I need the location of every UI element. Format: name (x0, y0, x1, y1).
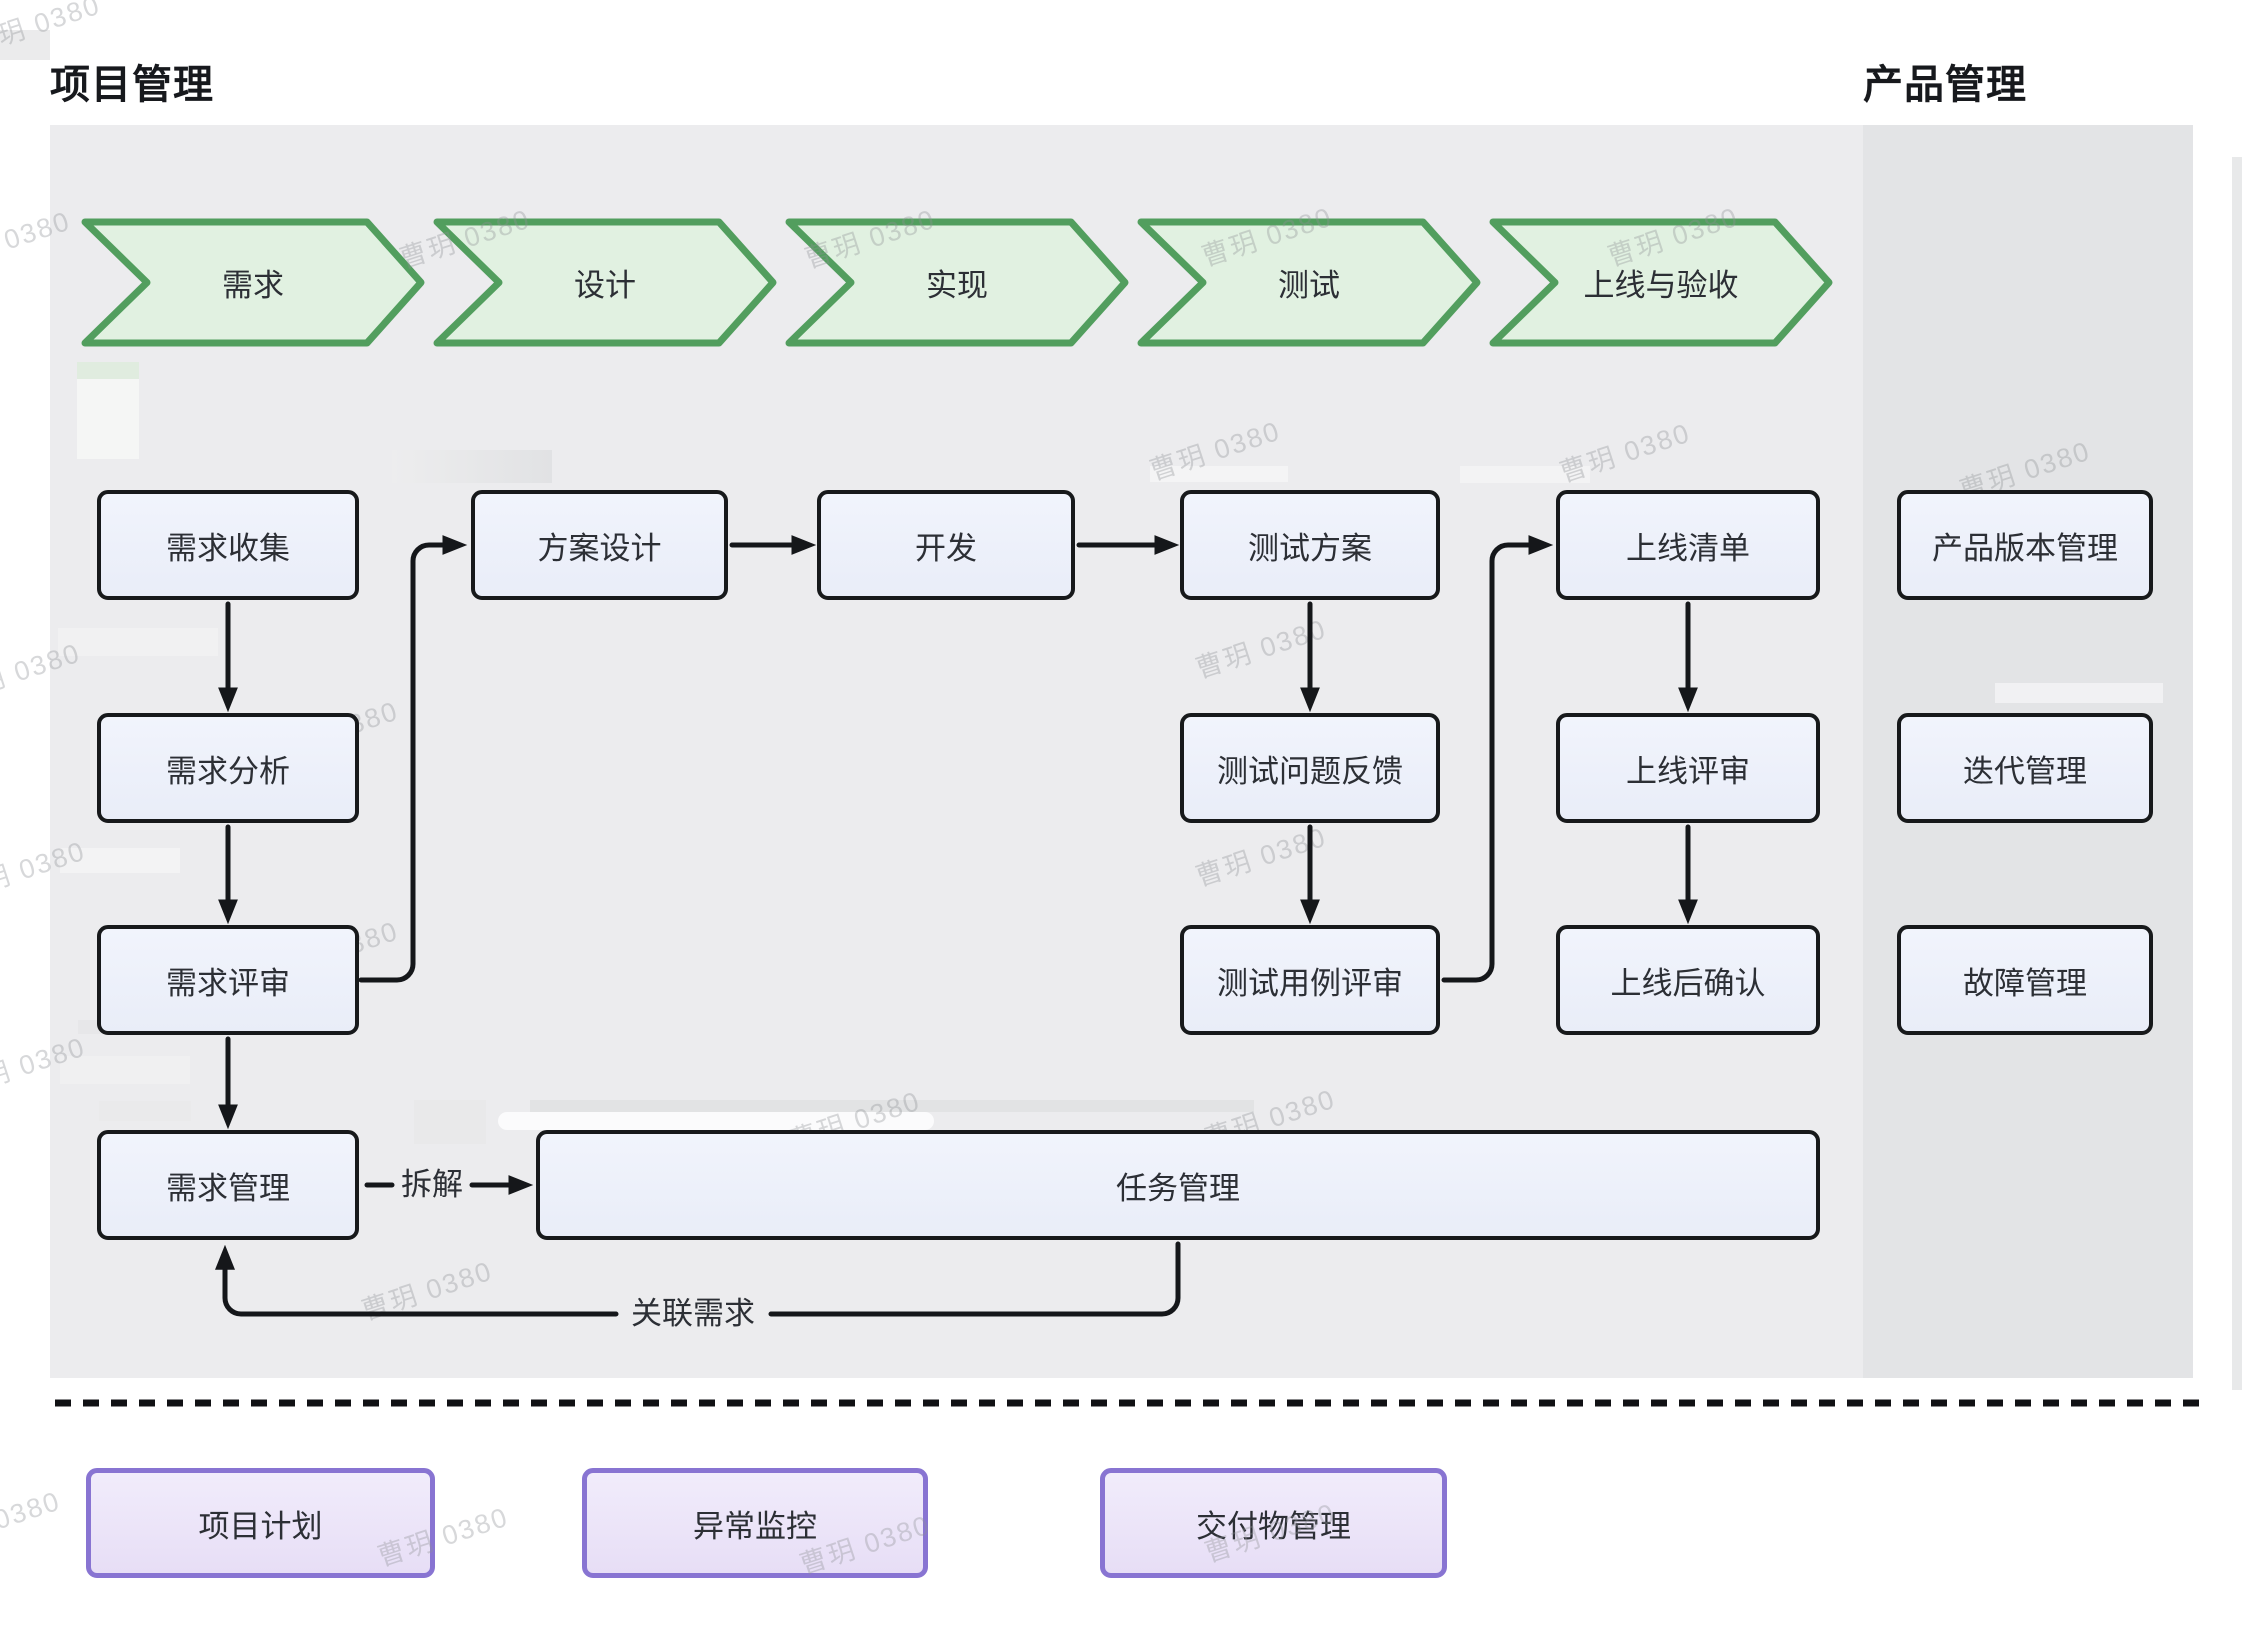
phase-label: 需求 (222, 268, 284, 303)
phase-chevron-launch-acceptance: 上线与验收 (1489, 218, 1833, 347)
chevron-arrow-shape (1137, 218, 1481, 347)
node-exception-monitoring: 异常监控 (582, 1468, 928, 1578)
redaction-smudge (99, 1101, 191, 1121)
chevron-arrow-shape (433, 218, 777, 347)
node-requirement-review: 需求评审 (97, 925, 359, 1035)
redaction-smudge (530, 1100, 1254, 1112)
node-product-version-management: 产品版本管理 (1897, 490, 2153, 600)
phase-chevron-design: 设计 (433, 218, 777, 347)
redaction-smudge (77, 379, 139, 459)
edge-label-decompose: 拆解 (401, 1167, 463, 1202)
redaction-smudge (58, 628, 218, 656)
node-project-plan: 项目计划 (86, 1468, 435, 1578)
node-requirement-collection: 需求收集 (97, 490, 359, 600)
redaction-smudge (0, 30, 50, 60)
edge-label-relate-requirement: 关联需求 (631, 1296, 755, 1331)
phase-chevron-testing: 测试 (1137, 218, 1481, 347)
redaction-smudge (414, 1100, 486, 1144)
phase-label: 设计 (574, 268, 636, 303)
node-test-case-review: 测试用例评审 (1180, 925, 1440, 1035)
node-solution-design: 方案设计 (471, 490, 728, 600)
phase-label: 测试 (1278, 268, 1340, 303)
phase-chevron-implementation: 实现 (785, 218, 1129, 347)
node-deliverable-management: 交付物管理 (1100, 1468, 1447, 1578)
phase-chevron-requirement: 需求 (81, 218, 425, 347)
node-requirement-management: 需求管理 (97, 1130, 359, 1240)
node-post-launch-confirmation: 上线后确认 (1556, 925, 1820, 1035)
redaction-smudge (1995, 683, 2163, 703)
chevron-arrow-shape (785, 218, 1129, 347)
redaction-smudge (60, 848, 180, 873)
node-launch-checklist: 上线清单 (1556, 490, 1820, 600)
node-test-issue-feedback: 测试问题反馈 (1180, 713, 1440, 823)
section-title-project: 项目管理 (50, 63, 214, 107)
chevron-arrow-shape (1489, 218, 1833, 347)
chevron-arrow-shape (81, 218, 425, 347)
redaction-smudge (1150, 466, 1288, 482)
phase-label: 实现 (926, 268, 988, 303)
node-iteration-management: 迭代管理 (1897, 713, 2153, 823)
redaction-smudge (60, 1056, 190, 1084)
node-test-plan: 测试方案 (1180, 490, 1440, 600)
node-task-management: 任务管理 (536, 1130, 1820, 1240)
redaction-smudge (498, 1112, 934, 1130)
node-requirement-analysis: 需求分析 (97, 713, 359, 823)
node-development: 开发 (817, 490, 1075, 600)
redaction-smudge (77, 362, 139, 379)
watermark: 曹玥 0380 (0, 1485, 65, 1556)
page-edge-sliver (2232, 157, 2242, 1390)
node-fault-management: 故障管理 (1897, 925, 2153, 1035)
phase-label: 上线与验收 (1583, 268, 1739, 303)
redaction-smudge (392, 450, 552, 483)
section-title-product: 产品管理 (1863, 63, 2027, 107)
redaction-smudge (1460, 466, 1590, 483)
node-launch-review: 上线评审 (1556, 713, 1820, 823)
